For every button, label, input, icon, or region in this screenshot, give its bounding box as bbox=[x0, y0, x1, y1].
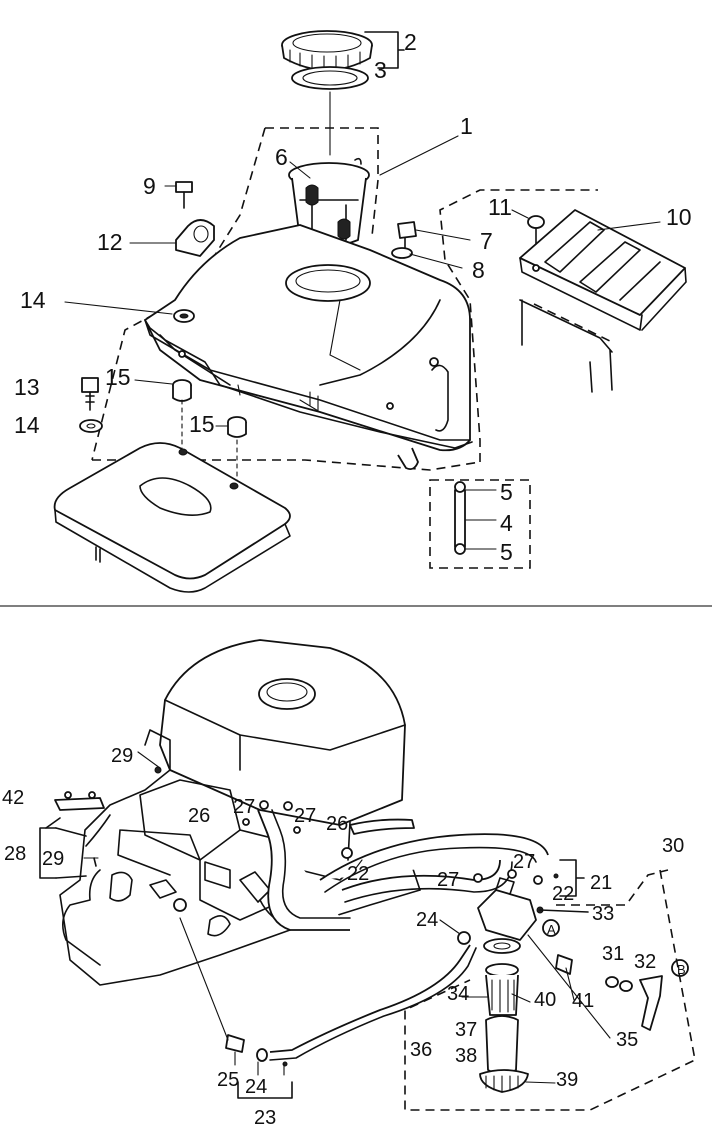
callout-label-B: B bbox=[677, 962, 686, 977]
part-label-11-top_labels-11: 11 bbox=[488, 194, 512, 220]
part-label-27-bottom_labels-12: 27 bbox=[513, 851, 535, 873]
part-label-21-bottom_labels-0: 21 bbox=[590, 872, 612, 894]
bolt-11 bbox=[527, 215, 545, 245]
part-label-2-top_labels-1: 2 bbox=[404, 29, 417, 55]
part-label-27-bottom_labels-9: 27 bbox=[233, 796, 255, 818]
part-label-42-bottom_labels-28: 42 bbox=[2, 787, 24, 809]
part-label-5-top_labels-5: 5 bbox=[500, 539, 513, 565]
fuel-line-assembly bbox=[39, 639, 696, 1111]
part-label-1-top_labels-0: 1 bbox=[460, 113, 473, 139]
bolt-9 bbox=[175, 181, 193, 209]
fuel-valve bbox=[477, 877, 589, 941]
grommet-15b bbox=[227, 416, 247, 438]
part-label-26-bottom_labels-7: 26 bbox=[188, 805, 210, 827]
part-label-24-bottom_labels-4: 24 bbox=[416, 909, 438, 931]
part-label-32-bottom_labels-18: 32 bbox=[634, 951, 656, 973]
part-label-15-top_labels-16: 15 bbox=[105, 364, 131, 390]
part-label-27-bottom_labels-11: 27 bbox=[437, 869, 459, 891]
bolt-13 bbox=[81, 377, 99, 411]
part-label-9-top_labels-9: 9 bbox=[143, 173, 156, 199]
cap-gasket bbox=[291, 66, 369, 90]
fuel-filter-bowl bbox=[479, 974, 529, 1093]
sediment-ring bbox=[483, 938, 521, 954]
part-label-39-bottom_labels-25: 39 bbox=[556, 1069, 578, 1091]
tank-base bbox=[53, 442, 291, 593]
bracket-42 bbox=[54, 791, 105, 811]
part-label-14-top_labels-14: 14 bbox=[20, 287, 46, 313]
part-label-22-bottom_labels-1: 22 bbox=[347, 863, 369, 885]
part-label-6-top_labels-6: 6 bbox=[275, 144, 288, 170]
callout-a bbox=[542, 919, 560, 937]
grommet-15a bbox=[172, 379, 192, 402]
part-label-26-bottom_labels-8: 26 bbox=[326, 813, 348, 835]
part-label-3-top_labels-2: 3 bbox=[374, 57, 387, 83]
part-number-labels: 1234556789101112131414151521222223242425… bbox=[2, 29, 692, 1128]
callout-label-A: A bbox=[547, 922, 556, 937]
part-label-5-top_labels-4: 5 bbox=[500, 479, 513, 505]
bracket-12 bbox=[175, 219, 215, 257]
part-label-12-top_labels-12: 12 bbox=[97, 229, 123, 255]
fuel-tank bbox=[144, 224, 471, 471]
part-label-34-bottom_labels-20: 34 bbox=[447, 983, 469, 1005]
part-label-13-top_labels-13: 13 bbox=[14, 374, 40, 400]
part-label-38-bottom_labels-24: 38 bbox=[455, 1045, 477, 1067]
part-label-10-top_labels-10: 10 bbox=[666, 204, 692, 230]
part-label-22-bottom_labels-2: 22 bbox=[552, 883, 574, 905]
screw-7 bbox=[397, 221, 417, 251]
fuel-hose-4 bbox=[454, 481, 466, 555]
part-label-24-bottom_labels-5: 24 bbox=[245, 1076, 267, 1098]
part-label-29-bottom_labels-15: 29 bbox=[42, 848, 64, 870]
part-label-23-bottom_labels-3: 23 bbox=[254, 1107, 276, 1128]
part-label-7-top_labels-7: 7 bbox=[480, 228, 493, 254]
part-label-8-top_labels-8: 8 bbox=[472, 257, 485, 283]
part-label-40-bottom_labels-26: 40 bbox=[534, 989, 556, 1011]
part-label-29-bottom_labels-14: 29 bbox=[111, 745, 133, 767]
part-label-36-bottom_labels-22: 36 bbox=[410, 1039, 432, 1061]
fuel-tank-assembly bbox=[53, 30, 687, 593]
part-label-25-bottom_labels-6: 25 bbox=[217, 1069, 239, 1091]
part-label-27-bottom_labels-10: 27 bbox=[294, 805, 316, 827]
bracket-10 bbox=[519, 209, 687, 393]
part-label-15-top_labels-17: 15 bbox=[189, 411, 215, 437]
fuel-cap bbox=[281, 30, 373, 71]
valve-lever bbox=[605, 975, 663, 1031]
part-label-30-bottom_labels-16: 30 bbox=[662, 835, 684, 857]
part-label-14-top_labels-15: 14 bbox=[14, 412, 40, 438]
part-label-31-bottom_labels-17: 31 bbox=[602, 943, 624, 965]
fitting-25 bbox=[225, 1034, 245, 1053]
part-label-33-bottom_labels-19: 33 bbox=[592, 903, 614, 925]
part-label-37-bottom_labels-23: 37 bbox=[455, 1019, 477, 1041]
part-label-28-bottom_labels-13: 28 bbox=[4, 843, 26, 865]
part-label-4-top_labels-3: 4 bbox=[500, 510, 513, 536]
part-label-41-bottom_labels-27: 41 bbox=[572, 990, 594, 1012]
part-label-35-bottom_labels-21: 35 bbox=[616, 1029, 638, 1051]
